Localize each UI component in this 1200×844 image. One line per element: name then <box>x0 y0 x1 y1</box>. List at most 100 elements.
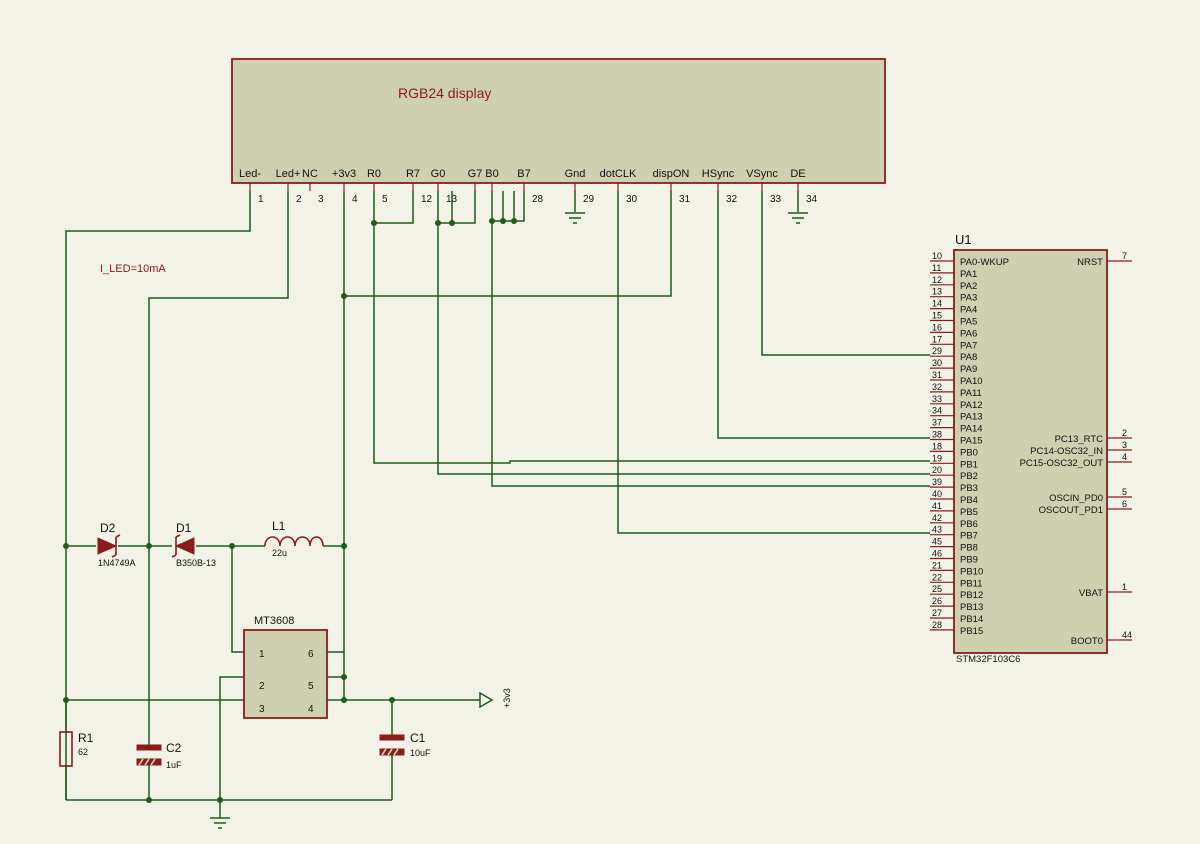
u1-pin-label: NRST <box>1077 257 1103 268</box>
u1-pin-number: 5 <box>1122 487 1127 497</box>
display-pin-label: HSync <box>702 168 735 180</box>
display-pin-number: 5 <box>382 194 388 205</box>
capacitor-c1[interactable]: C1 10uF <box>379 731 431 765</box>
diode-d1[interactable]: D1 B350B-13 <box>171 521 216 568</box>
u1-pin-label: PB6 <box>960 519 978 530</box>
u1-pin-label: OSCIN_PD0 <box>1049 493 1103 504</box>
u1-pin-label: PA15 <box>960 436 983 447</box>
u1-pin-number: 15 <box>932 311 942 321</box>
u1-pin-label: PA12 <box>960 400 983 411</box>
d1-value: B350B-13 <box>176 558 216 568</box>
u1-pin-number: 22 <box>932 572 942 582</box>
display-pin-number: 34 <box>806 194 818 205</box>
u1-pin-label: PB11 <box>960 578 983 589</box>
u1-pin-label: PB4 <box>960 495 978 506</box>
wire-vsync-pa8 <box>761 191 930 356</box>
u1-pin-label: PB3 <box>960 483 978 494</box>
display-pin-number: 33 <box>770 194 782 205</box>
rgb24-display[interactable]: RGB24 display Led-1Led+2NC3+3v34R05R712G… <box>231 58 886 205</box>
wire-hsync-pa15 <box>717 191 930 439</box>
u1-pin-label: PA13 <box>960 412 983 423</box>
c2-ref: C2 <box>166 741 182 755</box>
u1-mcu[interactable]: U1 STM32F103C6 10PA0-WKUP11PA112PA213PA3… <box>930 232 1132 665</box>
wire-b-pb2 <box>491 221 930 487</box>
r1-ref: R1 <box>78 731 94 745</box>
mt3608-pin: 5 <box>308 681 314 692</box>
u1-pin-number: 28 <box>932 620 942 630</box>
u1-pin-label: PB7 <box>960 531 978 542</box>
u1-pin-number: 40 <box>932 489 942 499</box>
u1-part: STM32F103C6 <box>956 654 1020 665</box>
u1-pin-label: OSCOUT_PD1 <box>1039 505 1103 516</box>
display-pin-number: 4 <box>352 194 358 205</box>
i-led-note: I_LED=10mA <box>100 263 166 275</box>
capacitor-c2[interactable]: C2 1uF <box>136 741 182 770</box>
u1-pin-number: 45 <box>932 537 942 547</box>
u1-pin-label: PB9 <box>960 555 978 566</box>
c1-ref: C1 <box>410 731 426 745</box>
u1-pin-label: VBAT <box>1079 588 1103 599</box>
u1-pin-number: 7 <box>1122 251 1127 261</box>
wire-pin2-gnd <box>219 676 244 818</box>
display-pin-number: 2 <box>296 194 302 205</box>
u1-pin-number: 42 <box>932 513 942 523</box>
d2-ref: D2 <box>100 521 116 535</box>
u1-pin-label: PB2 <box>960 471 978 482</box>
u1-pin-number: 19 <box>932 453 942 463</box>
u1-pin-label: PB13 <box>960 602 983 613</box>
u1-pin-number: 17 <box>932 334 942 344</box>
u1-pin-label: BOOT0 <box>1071 636 1103 647</box>
u1-pin-label: PB8 <box>960 543 978 554</box>
ground-symbols <box>210 212 808 829</box>
wire-g-pb1 <box>437 223 930 475</box>
u1-pin-label: PA14 <box>960 424 983 435</box>
display-pin-number: 1 <box>258 194 264 205</box>
mt3608-ic[interactable]: MT3608 1 2 3 6 5 4 <box>243 615 328 719</box>
u1-pin-label: PB1 <box>960 459 978 470</box>
u1-pin-number: 34 <box>932 406 942 416</box>
mt3608-pin: 2 <box>259 681 265 692</box>
inductor-l1[interactable]: L1 22u <box>264 519 324 558</box>
display-pin-label: VSync <box>746 168 778 180</box>
u1-pin-label: PA0-WKUP <box>960 257 1009 268</box>
display-pin-label: dotCLK <box>600 168 637 180</box>
u1-pin-number: 27 <box>932 608 942 618</box>
u1-pin-number: 21 <box>932 560 942 570</box>
u1-pin-number: 38 <box>932 430 942 440</box>
output-net-label: +3v3 <box>502 688 512 708</box>
diode-d2[interactable]: D2 1N4749A <box>97 521 136 568</box>
l1-value: 22u <box>272 548 287 558</box>
d2-value: 1N4749A <box>98 558 136 568</box>
ground-icon <box>210 817 230 829</box>
d1-ref: D1 <box>176 521 192 535</box>
wire-led-minus <box>65 191 251 800</box>
display-pin-number: 3 <box>318 194 324 205</box>
u1-pin-label: PB0 <box>960 447 978 458</box>
u1-pin-label: PA1 <box>960 269 977 280</box>
display-pin-number: 12 <box>421 194 433 205</box>
u1-pin-label: PA6 <box>960 328 977 339</box>
capacitor-icon <box>379 734 405 741</box>
u1-pin-number: 29 <box>932 346 942 356</box>
u1-pin-label: PC15-OSC32_OUT <box>1020 458 1104 469</box>
u1-pin-number: 25 <box>932 584 942 594</box>
wire-pin654 <box>327 651 480 701</box>
u1-pin-label: PC13_RTC <box>1055 434 1104 445</box>
l1-ref: L1 <box>272 519 286 533</box>
inductor-icon <box>264 536 324 547</box>
u1-pin-label: PB14 <box>960 614 983 625</box>
u1-pin-label: PB12 <box>960 590 983 601</box>
resistor-r1[interactable]: R1 62 <box>59 731 94 767</box>
wire-dotclk-pb6 <box>617 191 930 534</box>
u1-pin-label: PA10 <box>960 376 983 387</box>
display-title: RGB24 display <box>398 85 491 101</box>
display-pin-label: +3v3 <box>332 168 356 180</box>
u1-pin-number: 43 <box>932 525 942 535</box>
u1-pin-number: 4 <box>1122 452 1127 462</box>
u1-pin-number: 11 <box>932 263 941 273</box>
u1-pin-number: 30 <box>932 358 942 368</box>
u1-pin-number: 32 <box>932 382 942 392</box>
wire-g0-g7 <box>437 191 476 224</box>
